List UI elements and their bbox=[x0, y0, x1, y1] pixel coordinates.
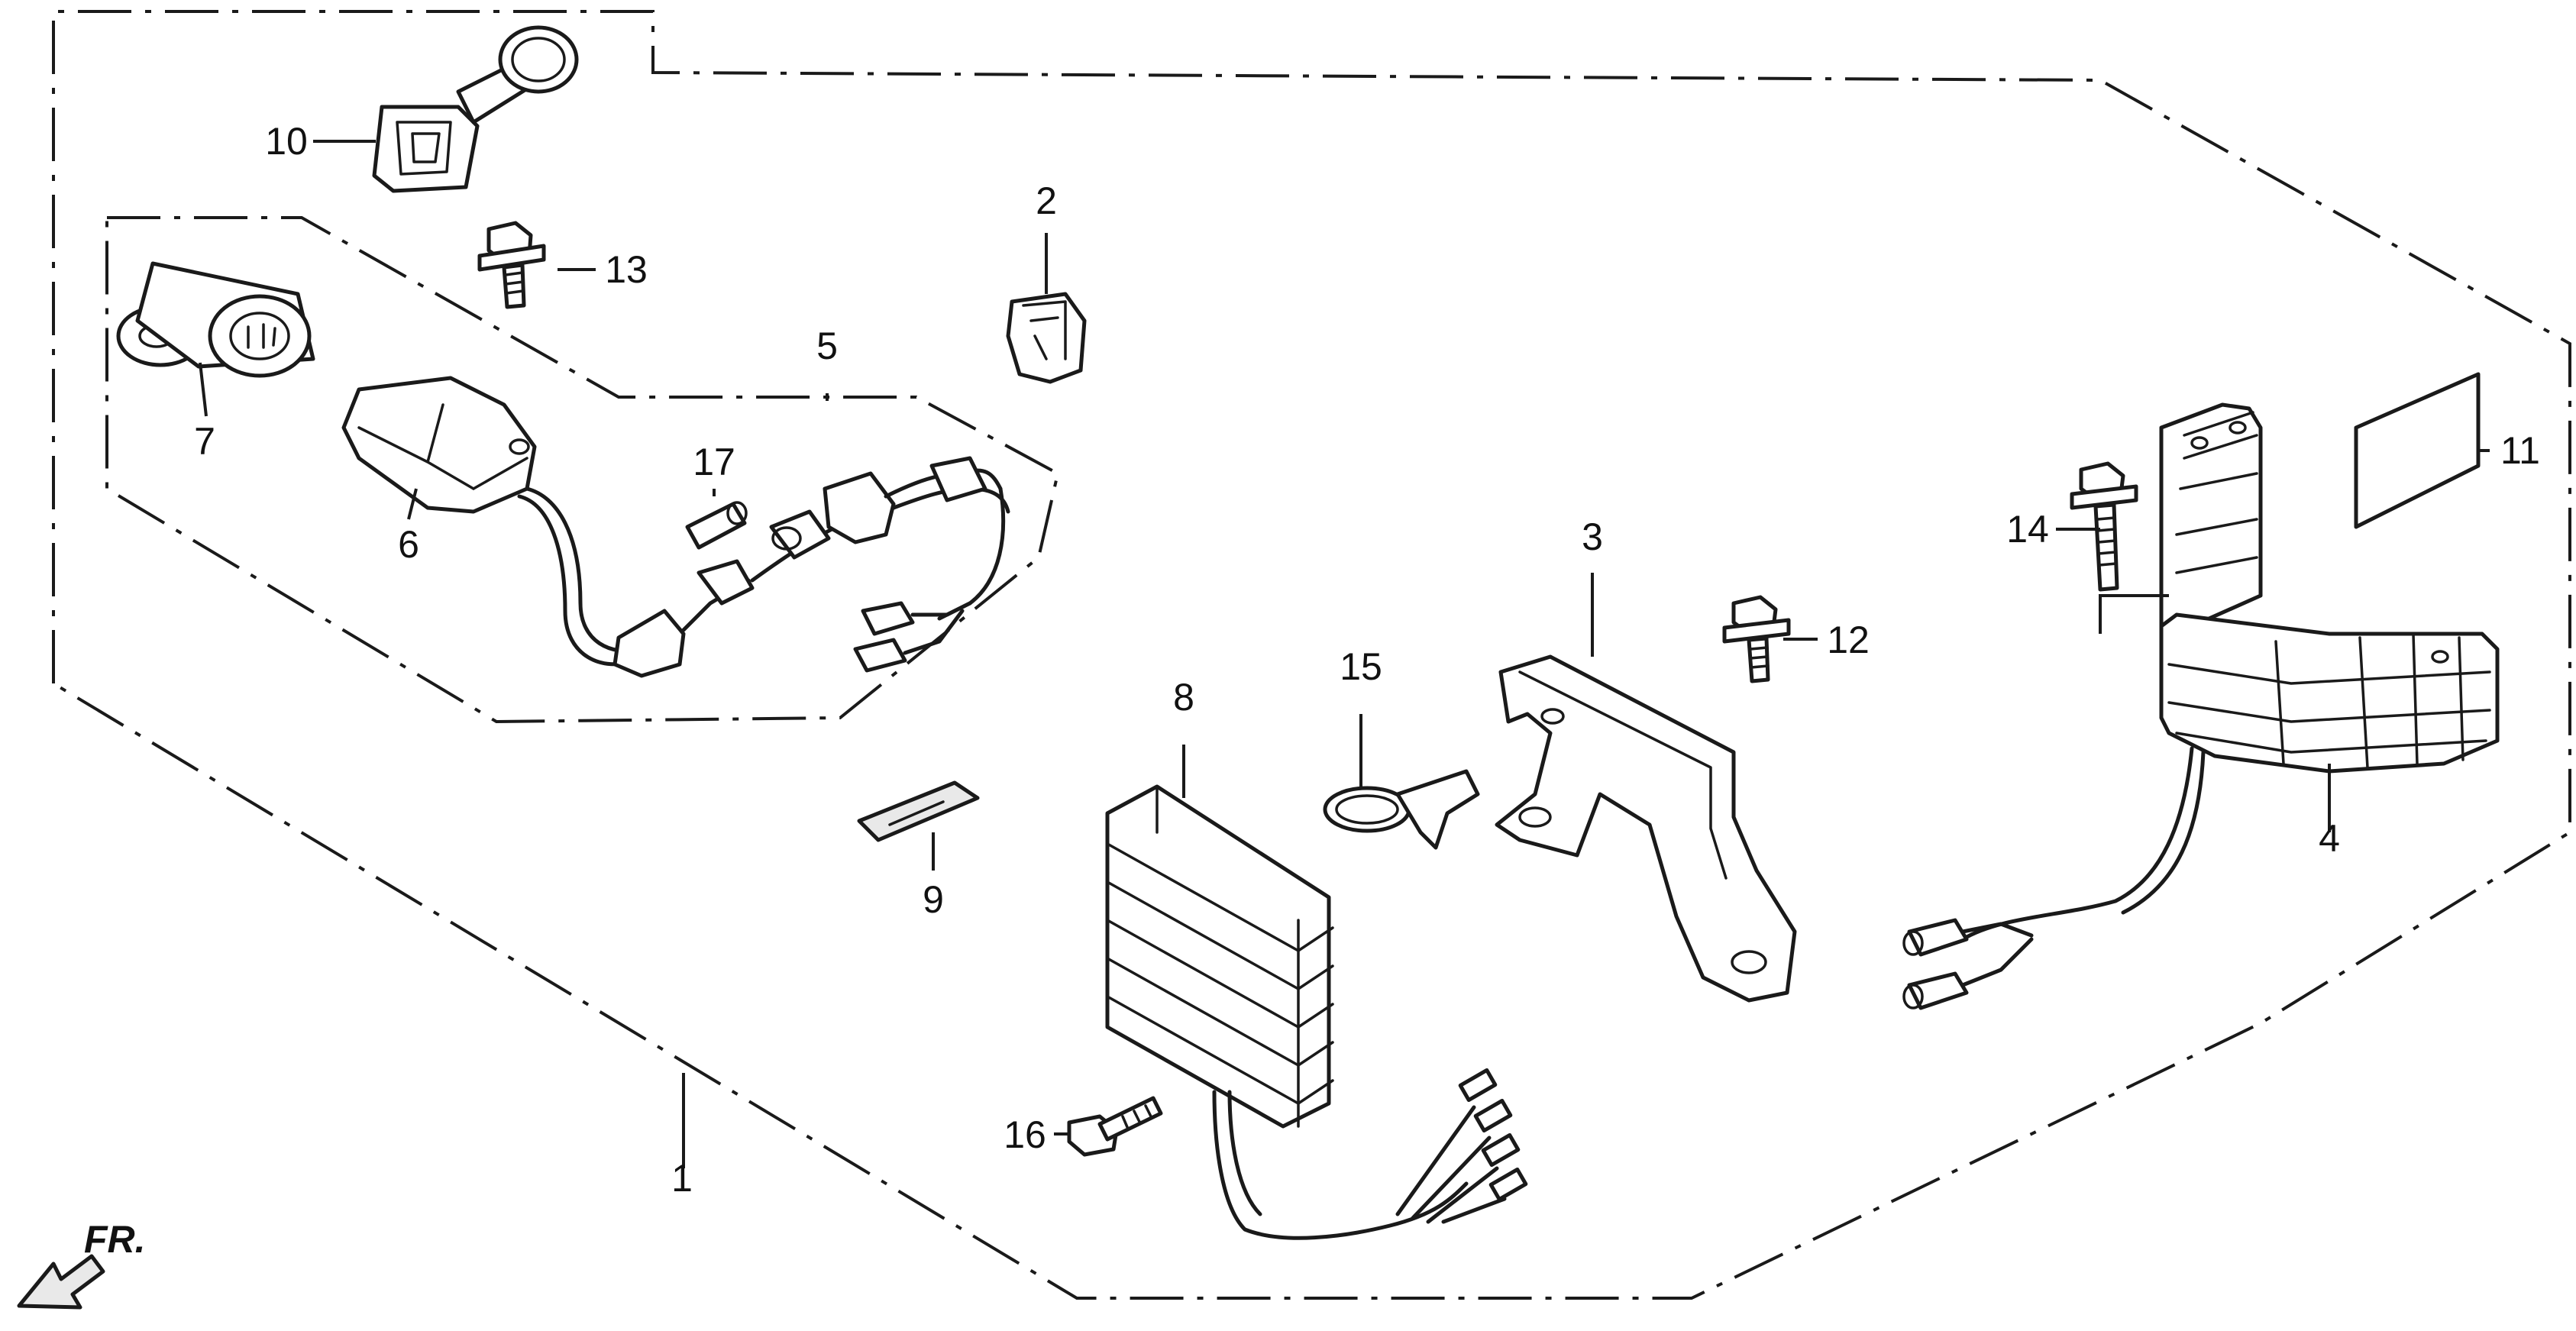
part-10-rubber-cap bbox=[372, 25, 579, 193]
part-13-bolt bbox=[477, 221, 546, 309]
part-2-clip bbox=[1006, 292, 1087, 384]
callout-5: 5 bbox=[816, 325, 838, 367]
callout-14: 14 bbox=[2006, 508, 2049, 551]
callout-15: 15 bbox=[1340, 645, 1382, 688]
callout-labels: 1 2 3 4 5 6 7 8 9 10 11 12 13 14 15 16 1… bbox=[194, 120, 2540, 1200]
part-3-bracket bbox=[1495, 654, 1797, 1003]
part-5-harness bbox=[517, 456, 1010, 678]
leader-lines bbox=[199, 140, 2490, 1168]
part-4-coil bbox=[1902, 402, 2500, 1010]
callout-4: 4 bbox=[2319, 817, 2340, 860]
callout-6: 6 bbox=[398, 523, 419, 566]
callout-12: 12 bbox=[1827, 619, 1870, 661]
kit-boundary bbox=[52, 10, 2571, 1300]
part-9-label bbox=[857, 780, 980, 842]
part-16-bolt bbox=[1067, 1096, 1163, 1157]
callout-13: 13 bbox=[605, 248, 648, 291]
callout-1: 1 bbox=[671, 1157, 693, 1200]
part-6-cover bbox=[341, 376, 537, 514]
callout-7: 7 bbox=[194, 420, 215, 463]
callout-9: 9 bbox=[923, 878, 944, 921]
front-direction-label: FR. bbox=[84, 1218, 146, 1261]
callout-8: 8 bbox=[1173, 676, 1194, 719]
callout-16: 16 bbox=[1004, 1113, 1046, 1156]
callout-17: 17 bbox=[693, 441, 735, 483]
callout-10: 10 bbox=[265, 120, 308, 163]
callout-2: 2 bbox=[1036, 179, 1057, 222]
part-12-bolt bbox=[1722, 595, 1791, 683]
part-15-cable-tie bbox=[1323, 769, 1480, 850]
front-direction-arrow: FR. bbox=[17, 1218, 146, 1310]
callout-3: 3 bbox=[1582, 515, 1603, 558]
part-7-socket bbox=[116, 261, 315, 378]
part-14-bolt bbox=[2070, 461, 2138, 592]
part-8-regulator bbox=[1105, 784, 1528, 1240]
part-11-sticker bbox=[2354, 372, 2481, 529]
callout-11: 11 bbox=[2500, 429, 2540, 472]
subassembly-5-boundary bbox=[105, 216, 1060, 724]
part-17-fuse bbox=[685, 501, 748, 550]
